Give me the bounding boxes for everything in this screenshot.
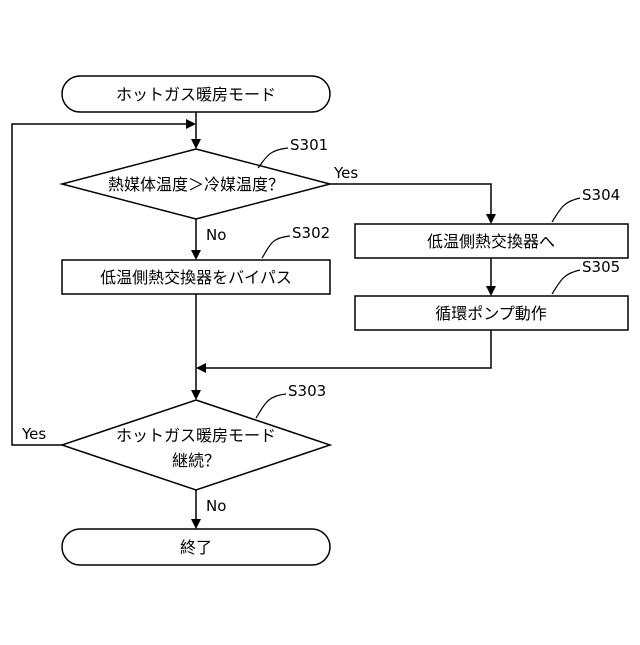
end-terminal-label: 終了 [180,538,212,557]
pump-process-label: 循環ポンプ動作 [435,304,547,323]
s302-leader [262,236,290,258]
arrowhead-into-to-exchanger [486,214,496,224]
s303-leader [256,394,286,418]
decision-2-label-line2: 継続？ [172,451,220,470]
connector-pump-to-merge [204,330,491,368]
to-exchanger-process-label: 低温側熱交換器へ [427,232,555,251]
s304-leader [552,198,580,222]
decision-2-label-line1: ホットガス暖房モード [116,426,276,445]
decision2-yes-label: Yes [21,425,46,443]
arrowhead-into-end [191,519,201,529]
arrowhead-into-pump [486,286,496,296]
decision1-yes-label: Yes [333,164,358,182]
bypass-process-label: 低温側熱交換器をバイパス [100,268,292,287]
decision-2 [62,400,330,490]
decision2-no-label: No [206,497,226,515]
s301-leader [258,148,288,168]
arrowhead-merge [196,363,206,373]
decision1-no-label: No [206,226,226,244]
decision-1-label: 熱媒体温度＞冷媒温度？ [108,175,284,194]
arrowhead-into-decision2 [191,390,201,400]
step-label-s303: S303 [288,382,326,400]
start-terminal-label: ホットガス暖房モード [116,85,276,104]
arrowhead-into-bypass [191,250,201,260]
step-label-s301: S301 [290,136,328,154]
step-label-s304: S304 [582,186,620,204]
step-label-s305: S305 [582,258,620,276]
arrowhead-loop-back [186,119,196,129]
arrowhead-into-decision1 [191,139,201,149]
s305-leader [552,270,580,294]
connector-decision1-yes [330,184,491,216]
step-label-s302: S302 [292,224,330,242]
